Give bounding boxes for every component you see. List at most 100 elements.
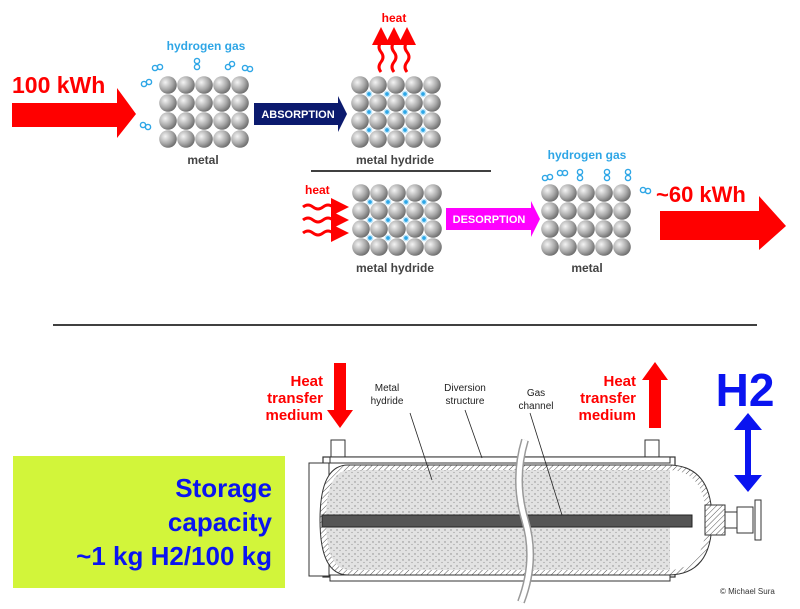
heat-release-arrows [372,27,416,73]
hydrogen-gas-label-1: hydrogen gas [167,39,246,53]
metal-atom [159,76,177,94]
hydrogen-atom [420,216,428,224]
metal-atom [541,202,559,220]
metal-atom [406,202,424,220]
hydrogen-molecule [603,168,611,176]
hydrogen-atom [365,90,373,98]
metal-atom [559,202,577,220]
hydrogen-atom [366,234,374,242]
metal-atom [423,130,441,148]
hydrogen-atom [402,234,410,242]
hydrogen-atom [419,90,427,98]
metal-atom [405,112,423,130]
hydrogen-molecule [144,123,152,131]
heat-in-line-3: medium [265,407,323,424]
metal-atom [352,238,370,256]
metal-atom [177,112,195,130]
hydrogen-molecule [576,174,584,182]
output-energy-arrow [660,196,786,250]
metal-atom [424,202,442,220]
metal-hydride-label-1: metal hydride [356,153,434,167]
metal-atom [387,94,405,112]
heat-out-arrow [642,362,668,428]
metal-atom [231,112,249,130]
hydrogen-molecule [546,173,554,181]
heat-in-label: heat [305,183,330,197]
metal-atom [423,76,441,94]
hydrogen-atom [384,198,392,206]
metal-lattice [159,76,249,148]
hydrogen-atom [366,198,374,206]
metal-atom [369,94,387,112]
metal-atom [613,238,631,256]
callout-gas-2: channel [518,401,553,412]
metal-atom [231,76,249,94]
metal-atom [351,112,369,130]
hydrogen-molecule [624,168,632,176]
capacity-line-1: Storage [175,473,272,503]
metal-atom [595,220,613,238]
metal-hydride-lattice [351,76,441,148]
metal-hydride-label-2: metal hydride [356,261,434,275]
metal-atom [388,184,406,202]
hydrogen-atom [383,90,391,98]
hydrogen-molecule [561,169,569,177]
metal-atom [388,202,406,220]
metal-atom [352,220,370,238]
heat-out-line-1: Heat [603,373,636,390]
hydrogen-atom [401,126,409,134]
metal-hydride-lattice [352,184,442,256]
hydrogen-atom [419,126,427,134]
metal-atom [406,220,424,238]
hydrogen-atom [401,108,409,116]
metal-atom [159,112,177,130]
hydrogen-molecule [603,174,611,182]
copyright-credit: © Michael Sura [720,587,775,596]
hydrogen-atom [383,108,391,116]
metal-atom [370,202,388,220]
hydrogen-molecule [193,63,201,71]
metal-atom [577,220,595,238]
hydrogen-molecule [193,57,201,65]
metal-atom [388,220,406,238]
metal-atom [370,238,388,256]
metal-atom [369,76,387,94]
metal-atom [405,130,423,148]
metal-atom [213,94,231,112]
metal-atom [387,112,405,130]
hydrogen-atom [366,216,374,224]
hydrogen-atom [401,90,409,98]
metal-atom [424,220,442,238]
heat-out-line-3: medium [578,407,636,424]
hydrogen-molecule [224,63,232,71]
heat-out-line-2: transfer [580,390,636,407]
capacity-line-3: ~1 kg H2/100 kg [76,541,272,571]
hydrogen-molecule [228,60,236,68]
metal-atom [159,94,177,112]
metal-atom [559,184,577,202]
metal-atom [406,238,424,256]
h2-label: H2 [716,364,775,416]
metal-atom [231,94,249,112]
callout-diversion-1: Diversion [444,383,486,394]
hydrogen-atom [402,216,410,224]
metal-atom [213,76,231,94]
metal-atom [595,184,613,202]
metal-atom [613,184,631,202]
metal-atom [424,184,442,202]
metal-atom [595,238,613,256]
metal-atom [577,184,595,202]
hydrogen-atom [365,126,373,134]
input-energy-label: 100 kWh [12,72,105,98]
hydrogen-molecule [246,65,254,73]
metal-atom [351,94,369,112]
callout-metal-hydride-1: Metal [375,383,399,394]
hydrogen-gas-label-2: hydrogen gas [548,148,627,162]
callout-diversion-2: structure [446,396,485,407]
hydrogen-atom [402,198,410,206]
metal-atom [559,238,577,256]
hydrogen-molecules [541,168,652,195]
metal-atom [177,94,195,112]
metal-atom [195,112,213,130]
